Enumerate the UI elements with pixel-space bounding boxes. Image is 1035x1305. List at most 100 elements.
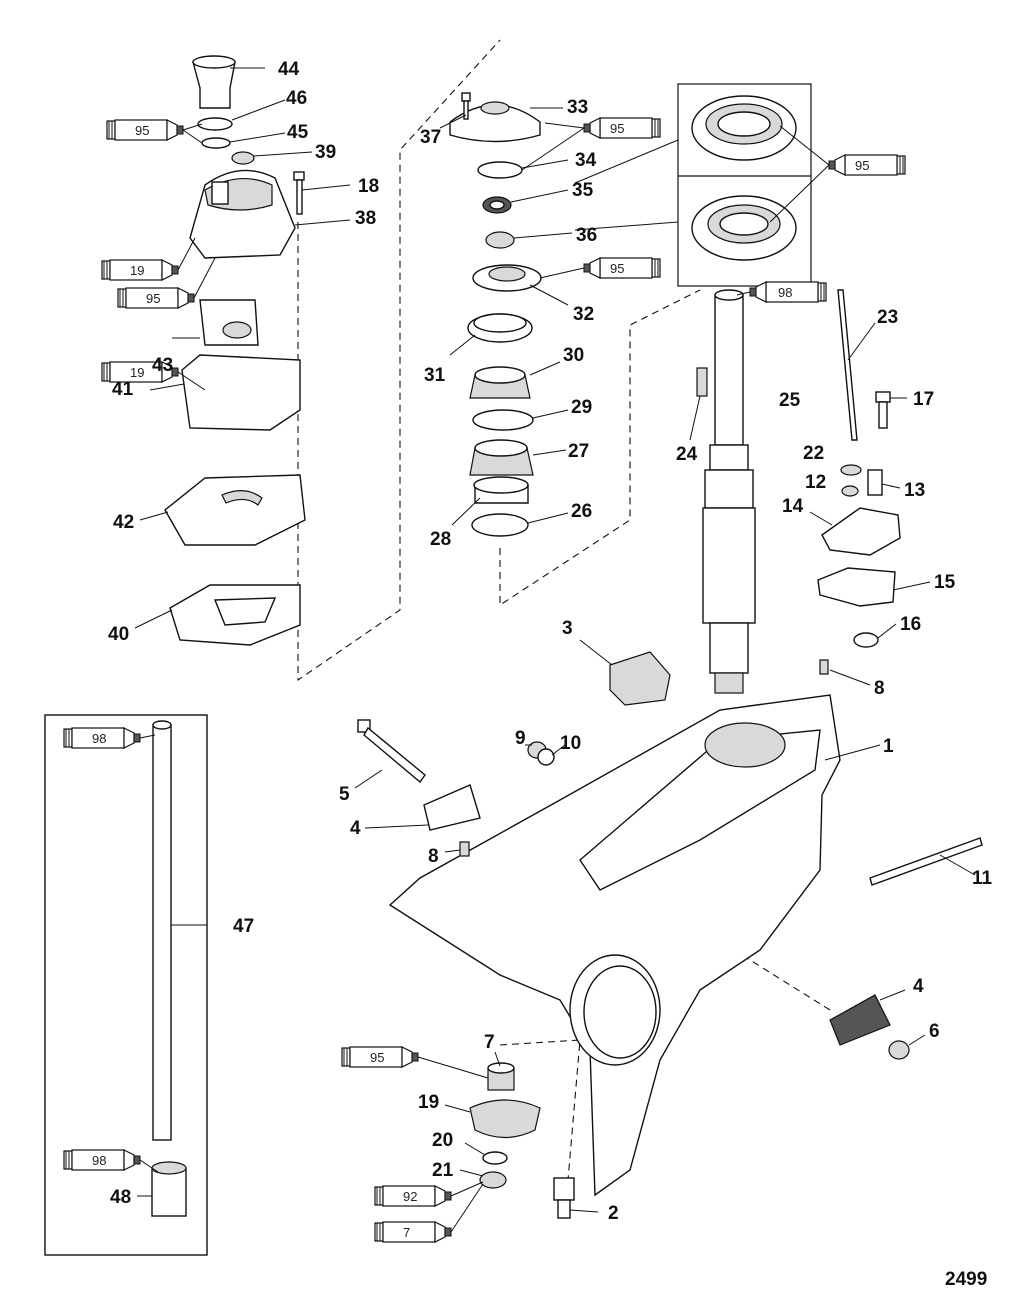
part-38-pump-housing <box>189 169 351 259</box>
part-45-ring <box>201 132 286 149</box>
label-2: 2 <box>608 1203 619 1224</box>
tube-95-35-text: 95 <box>855 158 869 173</box>
part-10-washer <box>537 744 566 766</box>
label-29: 29 <box>571 397 592 418</box>
tube-19-43: 19 <box>101 361 179 383</box>
part-8-dowel-lower <box>444 841 470 857</box>
tube-98-47: 98 <box>63 727 141 749</box>
label-19: 19 <box>418 1092 439 1113</box>
part-6-nut <box>888 1034 926 1060</box>
tube-98-25-text: 98 <box>778 285 792 300</box>
part-48-coupler <box>137 1161 187 1217</box>
label-35: 35 <box>572 180 594 201</box>
part-14-bushing-housing <box>809 507 901 556</box>
label-20: 20 <box>432 1130 453 1151</box>
part-27-bearing <box>469 439 567 476</box>
label-26: 26 <box>571 501 592 522</box>
part-12-washer <box>841 485 859 497</box>
part-31-cup <box>449 313 533 356</box>
label-7: 7 <box>484 1032 495 1053</box>
tube-leaders <box>139 122 830 1233</box>
label-33: 33 <box>567 97 588 118</box>
label-21: 21 <box>432 1160 454 1181</box>
label-39: 39 <box>315 142 336 163</box>
label-3: 3 <box>562 618 573 639</box>
part-36-seal <box>485 231 573 249</box>
label-16: 16 <box>900 614 921 635</box>
tube-98-48: 98 <box>63 1149 141 1171</box>
label-27: 27 <box>568 441 589 462</box>
label-41: 41 <box>112 379 134 400</box>
label-8-lower: 8 <box>428 846 439 867</box>
part-4-anode-upper <box>364 784 481 831</box>
part-28-race <box>451 476 529 526</box>
label-25: 25 <box>779 390 801 411</box>
label-5: 5 <box>339 784 350 805</box>
part-17-screw <box>875 391 907 429</box>
part-13-fitting <box>867 469 901 496</box>
part-20-washer <box>464 1142 508 1165</box>
label-34: 34 <box>575 150 597 171</box>
part-19-pinion-gear <box>444 1099 541 1139</box>
svg-text:19: 19 <box>130 365 144 380</box>
svg-text:95: 95 <box>135 123 149 138</box>
label-45: 45 <box>287 122 309 143</box>
label-6: 6 <box>929 1021 940 1042</box>
part-46-ring <box>197 99 286 131</box>
tube-95-44: 95 <box>106 119 184 141</box>
svg-text:95: 95 <box>370 1050 384 1065</box>
svg-text:7: 7 <box>403 1225 410 1240</box>
label-23: 23 <box>877 307 898 328</box>
part-25-driveshaft <box>702 289 756 694</box>
bearing-alignment-line <box>499 289 701 607</box>
tube-92-21: 92 <box>374 1185 452 1207</box>
part-21-nut <box>459 1169 507 1189</box>
label-1: 1 <box>883 736 894 757</box>
tube-19-38: 19 <box>101 259 179 281</box>
part-3-filter <box>579 639 671 706</box>
part-7-bearing <box>487 1051 515 1091</box>
part-41-gasket <box>149 354 301 431</box>
seal-inset-box <box>574 83 812 287</box>
part-16-oring <box>853 623 897 648</box>
label-15: 15 <box>934 572 956 593</box>
part-22-washer <box>840 464 862 476</box>
label-17: 17 <box>913 389 934 410</box>
svg-text:98: 98 <box>92 1153 106 1168</box>
tube-95-38: 95 <box>117 287 195 309</box>
label-28: 28 <box>430 529 451 550</box>
label-42: 42 <box>113 512 134 533</box>
part-37-screw <box>439 92 471 129</box>
label-37: 37 <box>420 127 441 148</box>
svg-text:92: 92 <box>403 1189 417 1204</box>
label-32: 32 <box>573 304 594 325</box>
pinion-alignment-line <box>499 1039 581 1181</box>
part-35-seal <box>482 189 569 214</box>
part-4-anode-lower <box>829 989 906 1046</box>
label-48: 48 <box>110 1187 131 1208</box>
label-9: 9 <box>515 728 526 749</box>
label-24: 24 <box>676 444 698 465</box>
part-44-sleeve <box>192 55 265 109</box>
label-30: 30 <box>563 345 584 366</box>
tube-7-21: 7 <box>374 1221 452 1243</box>
part-26-ring <box>471 512 569 537</box>
svg-text:98: 98 <box>92 731 106 746</box>
part-40-gasket <box>134 584 301 646</box>
tube-95-33-text: 95 <box>610 121 624 136</box>
part-5-bolt <box>354 719 426 789</box>
label-22: 22 <box>803 443 824 464</box>
part-2-screw <box>553 1177 599 1219</box>
label-4-upper: 4 <box>350 818 361 839</box>
label-11: 11 <box>972 868 993 889</box>
tube-95-7: 95 <box>341 1046 419 1068</box>
tube-95-32-text: 95 <box>610 261 624 276</box>
label-18: 18 <box>358 176 379 197</box>
label-14: 14 <box>782 496 804 517</box>
svg-text:19: 19 <box>130 263 144 278</box>
pump-alignment-line <box>297 39 501 682</box>
figure-id: 2499 <box>945 1269 987 1290</box>
part-24-key <box>689 367 708 441</box>
